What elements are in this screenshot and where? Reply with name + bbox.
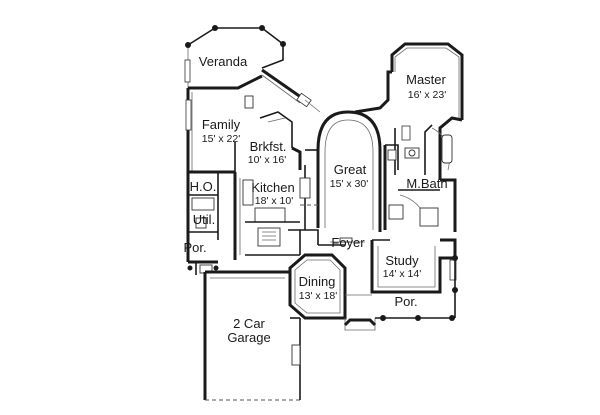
room-label-master-bath: M.Bath: [406, 176, 447, 191]
room-label-master: Master: [406, 72, 446, 87]
service-wing-walls: [186, 172, 219, 275]
garage-walls: [203, 270, 301, 401]
room-label-great: Great: [334, 162, 367, 177]
veranda-area: [184, 25, 321, 113]
room-label-veranda: Veranda: [199, 54, 248, 69]
room-dims-breakfast: 10' x 16': [248, 154, 286, 166]
room-label-study: Study: [385, 253, 419, 268]
family-walls: [185, 74, 263, 174]
study-walls: [370, 238, 458, 318]
room-label-kitchen: Kitchen: [251, 180, 294, 195]
breakfast-walls: [259, 111, 302, 170]
room-dims-study: 14' x 14': [383, 268, 421, 280]
room-dims-kitchen: 18' x 10': [255, 195, 293, 207]
room-dims-master: 16' x 23': [408, 89, 446, 101]
room-label-garage-line1: 2 Car: [233, 316, 265, 331]
foyer-walls: [300, 229, 390, 246]
front-porch-walls: [343, 294, 455, 331]
room-label-porch-front: Por.: [394, 294, 417, 309]
great-room-walls: [299, 110, 382, 232]
room-label-dining: Dining: [299, 274, 336, 289]
room-dims-family: 15' x 22': [202, 133, 240, 145]
room-label-foyer: Foyer: [331, 235, 365, 250]
room-dims-great: 15' x 30': [330, 178, 368, 190]
room-label-home-office: H.O.: [190, 179, 217, 194]
master-bath-walls: [383, 127, 457, 232]
room-label-porch-side: Por.: [183, 240, 206, 255]
room-dims-dining: 13' x 18': [299, 290, 337, 302]
room-label-family: Family: [202, 117, 241, 132]
kitchen-walls: [233, 172, 318, 260]
room-label-garage-line2: Garage: [227, 330, 270, 345]
room-label-breakfast: Brkfst.: [250, 139, 287, 154]
room-label-utility: Util.: [193, 212, 215, 227]
